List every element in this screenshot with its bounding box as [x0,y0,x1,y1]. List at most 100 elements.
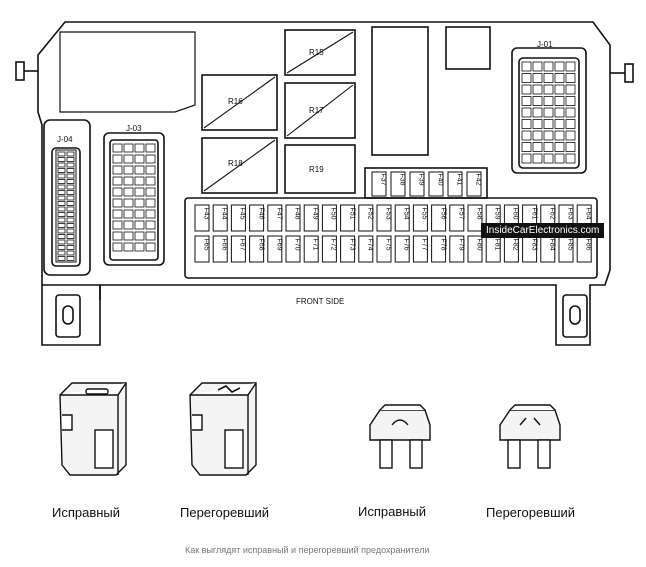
fuse-label-f69: F69 [275,238,283,251]
right-bottom-mount [562,294,588,338]
fuse-label-f52: F52 [366,207,374,220]
fuse-label-f49: F49 [311,207,319,220]
j03-pin [134,165,145,175]
j04-pin [66,234,75,239]
fuse-label-f51: F51 [348,207,356,220]
empty-slot-small [445,26,491,70]
j03-pin [134,143,145,153]
j03-pin [112,220,123,230]
fuse-label-f59: F59 [493,207,501,220]
fuse-label-f77: F77 [420,238,428,251]
j01-pin [532,61,543,72]
fuse-slot-f38 [390,171,406,197]
j04-pin [66,228,75,234]
j04-pin [57,245,66,250]
fuse-label-f61: F61 [530,207,538,220]
fuse-label-f45: F45 [238,207,246,220]
fuse-label-f67: F67 [238,238,246,251]
fuse-slot-f47 [267,204,283,232]
j04-pin [57,157,66,162]
fuse-slot-f46 [249,204,265,232]
fuse-label-f48: F48 [293,207,301,220]
fuse-label-f40: F40 [436,173,444,186]
j01-pin [543,153,554,164]
fuse-slot-f74 [358,235,374,263]
watermark: InsideCarElectronics.com [481,223,605,238]
j03-pin [145,154,156,164]
j01-pin [521,130,532,141]
fuse-label-f75: F75 [384,238,392,251]
j03-pin [112,242,123,252]
connector-j01-frame [511,47,587,174]
fuse-slot-f80 [467,235,483,263]
j03-pin [123,209,134,219]
fuse-slot-f70 [285,235,301,263]
j04-pin [66,223,75,228]
fuse-slot-f48 [285,204,301,232]
relay-label-r17: R17 [309,106,324,115]
fuse-label-f74: F74 [366,238,374,251]
fuse-label-f44: F44 [220,207,228,220]
left-mount-tab [15,61,25,81]
j03-pin [134,220,145,230]
j01-pin [521,107,532,118]
fuse-label-f79: F79 [457,238,465,251]
j01-pin [565,61,576,72]
fuse-label-f78: F78 [439,238,447,251]
fuse-slot-f39 [409,171,425,197]
j03-pin [145,231,156,241]
j03-pin [123,198,134,208]
j01-pin [532,142,543,152]
fuse-label-f71: F71 [311,238,319,251]
j04-pin [66,157,75,162]
fuse-label-f53: F53 [384,207,392,220]
j01-pin [532,107,543,118]
fuse-slot-f78 [431,235,447,263]
j03-pin [112,165,123,175]
j01-pin [554,153,565,164]
fuse-label-f47: F47 [275,207,283,220]
j01-pin [554,61,565,72]
j03-pin [134,242,145,252]
fuse-label-f64: F64 [584,207,592,220]
fuse-label-f50: F50 [329,207,337,220]
j03-pin [112,143,123,153]
j04-pin [57,168,66,173]
connector-label-j01: J-01 [537,40,553,49]
fuse-label-f42: F42 [474,173,482,186]
j01-pin [565,142,576,152]
fuse-slot-f71 [303,235,319,263]
j03-pin [112,209,123,219]
j03-pin [123,165,134,175]
fuse-label-f85: F85 [566,238,574,251]
relay-r19 [284,144,356,194]
fuse-label-f83: F83 [530,238,538,251]
j04-pin [57,223,66,228]
j04-pin [57,250,66,256]
j01-pin [532,119,543,129]
j04-pin [57,256,66,261]
relay-r17 [284,82,356,139]
fuse-label-f39: F39 [417,173,425,186]
fuse-slot-f53 [376,204,392,232]
j04-pin [57,151,66,157]
fuse-slot-f65 [194,235,210,263]
j03-pin [145,187,156,197]
j01-pin [521,84,532,95]
fuse-slot-f55 [412,204,428,232]
fuse-slot-f54 [394,204,410,232]
j03-pin [123,187,134,197]
connector-label-j03: J-03 [126,124,142,133]
j01-pin [565,107,576,118]
j01-pin [532,153,543,164]
fuse-label-f54: F54 [402,207,410,220]
j01-pin [543,84,554,95]
fuse-label-f72: F72 [329,238,337,251]
j03-pin [145,242,156,252]
j03-pin [134,198,145,208]
relay-label-r16: R16 [228,97,243,106]
blade-fuse-blown-illustration [499,404,561,469]
fuse-slot-f58 [467,204,483,232]
j03-pin [134,231,145,241]
fuse-label-f66: F66 [220,238,228,251]
